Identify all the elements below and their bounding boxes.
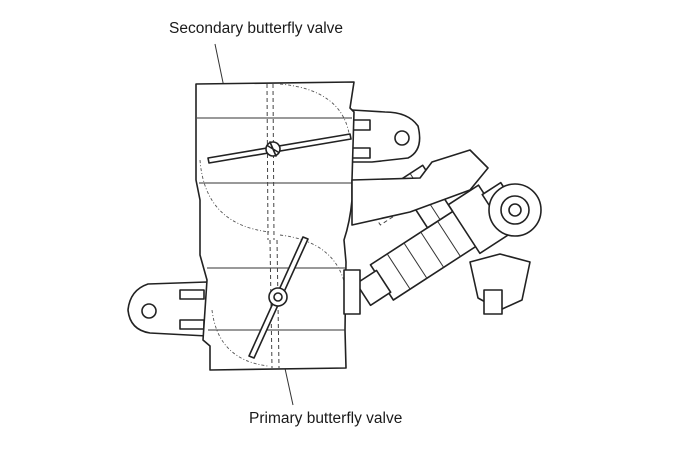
- sensor-rib-2: [403, 242, 428, 279]
- secondary-valve-label: Secondary butterfly valve: [169, 20, 344, 37]
- sensor-rib-4: [437, 220, 461, 257]
- primary-valve-shaft: [268, 287, 288, 307]
- lower-flange-tab-2: [179, 319, 205, 330]
- primary-valve-sweep-arc-right: [279, 234, 347, 291]
- primary-valve-shaft-inner: [273, 292, 283, 302]
- actuator-lever-pivot: [508, 203, 522, 217]
- sensor-rib-1: [386, 253, 411, 290]
- shaft-centerline-lower-a: [269, 239, 273, 369]
- throttle-body-housing: [195, 81, 355, 371]
- secondary-valve-screw: [267, 141, 279, 157]
- secondary-valve-sweep-arc-right: [279, 83, 351, 141]
- sensor-rib-3: [420, 231, 445, 268]
- primary-valve-label: Primary butterfly valve: [249, 410, 403, 427]
- primary-valve-sweep-arc-left: [211, 309, 269, 367]
- lower-flange-tab: [179, 289, 205, 300]
- actuator-lever-middle: [500, 195, 530, 225]
- sensor-mount-base: [355, 269, 392, 307]
- lower-flange-bolt-hole: [141, 303, 157, 319]
- upper-flange-bolt-hole: [394, 130, 410, 146]
- shaft-centerline-upper-a: [266, 83, 269, 241]
- secondary-valve-sweep-arc-left: [199, 159, 271, 233]
- link-rod: [343, 269, 361, 315]
- shaft-centerline-upper-b: [272, 83, 275, 241]
- sensor-lower-tab: [483, 289, 503, 315]
- actuator-bracket: [351, 149, 489, 226]
